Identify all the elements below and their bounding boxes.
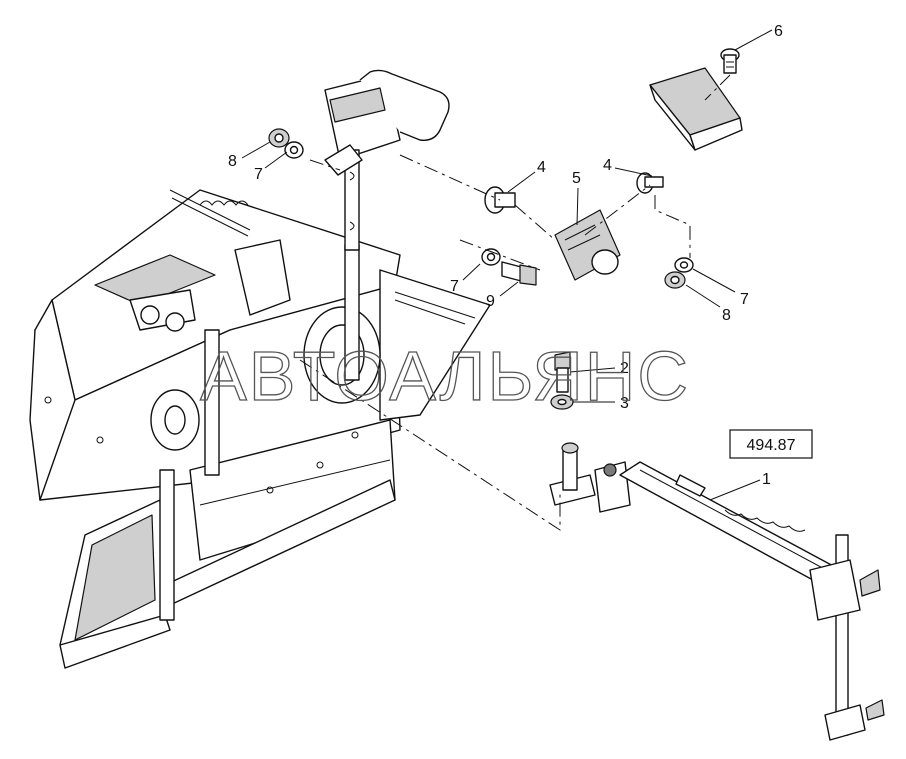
screed-machine-body: [29, 189, 491, 669]
callout-8-top: 8: [228, 153, 237, 170]
callout-6: 6: [774, 23, 783, 40]
reference-box: 494.87: [729, 429, 813, 459]
callout-7-mid: 7: [450, 278, 459, 295]
part-8-nut-top: [268, 128, 290, 148]
callout-4-left: 4: [537, 159, 546, 176]
callout-1: 1: [762, 471, 771, 488]
callout-8-right: 8: [722, 307, 731, 324]
part-8-nut-right: [664, 271, 686, 289]
part-2-bolt: [554, 351, 571, 393]
callout-3: 3: [620, 395, 629, 412]
part-7-washer-top: [284, 141, 304, 159]
part-7-washer-right: [674, 257, 694, 273]
part-1-arm-assembly: [549, 442, 885, 741]
assembly-lines: [299, 74, 731, 531]
part-5-sleeve: [554, 209, 621, 281]
part-6-bolt: [720, 48, 740, 74]
part-3-washer: [550, 394, 574, 410]
callout-5: 5: [572, 170, 581, 187]
callout-2: 2: [620, 360, 629, 377]
callout-9: 9: [486, 293, 495, 310]
callout-7-right: 7: [740, 291, 749, 308]
leader-lines: [241, 29, 773, 501]
handle-pedestal: [324, 69, 450, 251]
part-4-pin-right: [636, 172, 664, 194]
watermark: АВТОАЛЬЯНС: [200, 337, 690, 415]
callout-4-right: 4: [603, 157, 612, 174]
callout-labels: 6 4 5 4 8 7 7 9 7 8 2 3 1: [228, 23, 783, 488]
part-4-pin-left: [484, 186, 516, 214]
reference-number: 494.87: [747, 437, 796, 454]
part-9-bolt: [501, 261, 537, 286]
callout-7-top: 7: [254, 166, 263, 183]
bracket-plate: [649, 67, 743, 151]
